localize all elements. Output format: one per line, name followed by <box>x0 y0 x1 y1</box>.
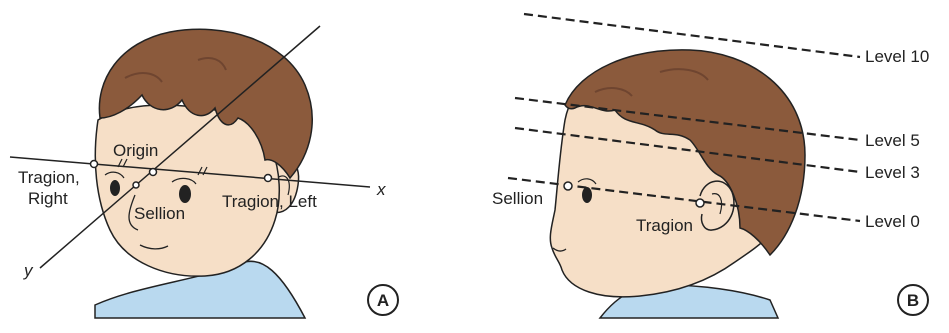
label-sellion-b: Sellion <box>492 189 543 208</box>
label-tragion-b: Tragion <box>636 216 693 235</box>
label-origin: Origin <box>113 141 158 160</box>
label-tragion-right-line1: Tragion, <box>18 168 80 187</box>
label-level-10: Level 10 <box>865 47 929 66</box>
label-axis-y: y <box>23 261 34 280</box>
label-level-0: Level 0 <box>865 212 920 231</box>
panel-a: Origin Tragion, Right Sellion Tragion, L… <box>10 26 398 318</box>
sellion-point <box>133 182 139 188</box>
sellion-point-b <box>564 182 572 190</box>
origin-point <box>150 169 157 176</box>
panel-b: Level 10 Level 5 Level 3 Level 0 Sellion… <box>492 14 929 318</box>
infant-b-eye <box>582 187 592 203</box>
tragion-right-point <box>91 161 98 168</box>
infant-a-eye-left <box>179 185 191 203</box>
label-tragion-right-line2: Right <box>28 189 68 208</box>
tragion-left-point <box>265 175 272 182</box>
tragion-point-b <box>696 199 704 207</box>
label-level-5: Level 5 <box>865 131 920 150</box>
label-level-3: Level 3 <box>865 163 920 182</box>
label-sellion-a: Sellion <box>134 204 185 223</box>
label-axis-x: x <box>376 180 386 199</box>
panel-b-badge-letter: B <box>907 291 919 310</box>
panel-a-badge-letter: A <box>377 291 389 310</box>
infant-a-eye-right <box>110 180 120 196</box>
label-tragion-left: Tragion, Left <box>222 192 317 211</box>
